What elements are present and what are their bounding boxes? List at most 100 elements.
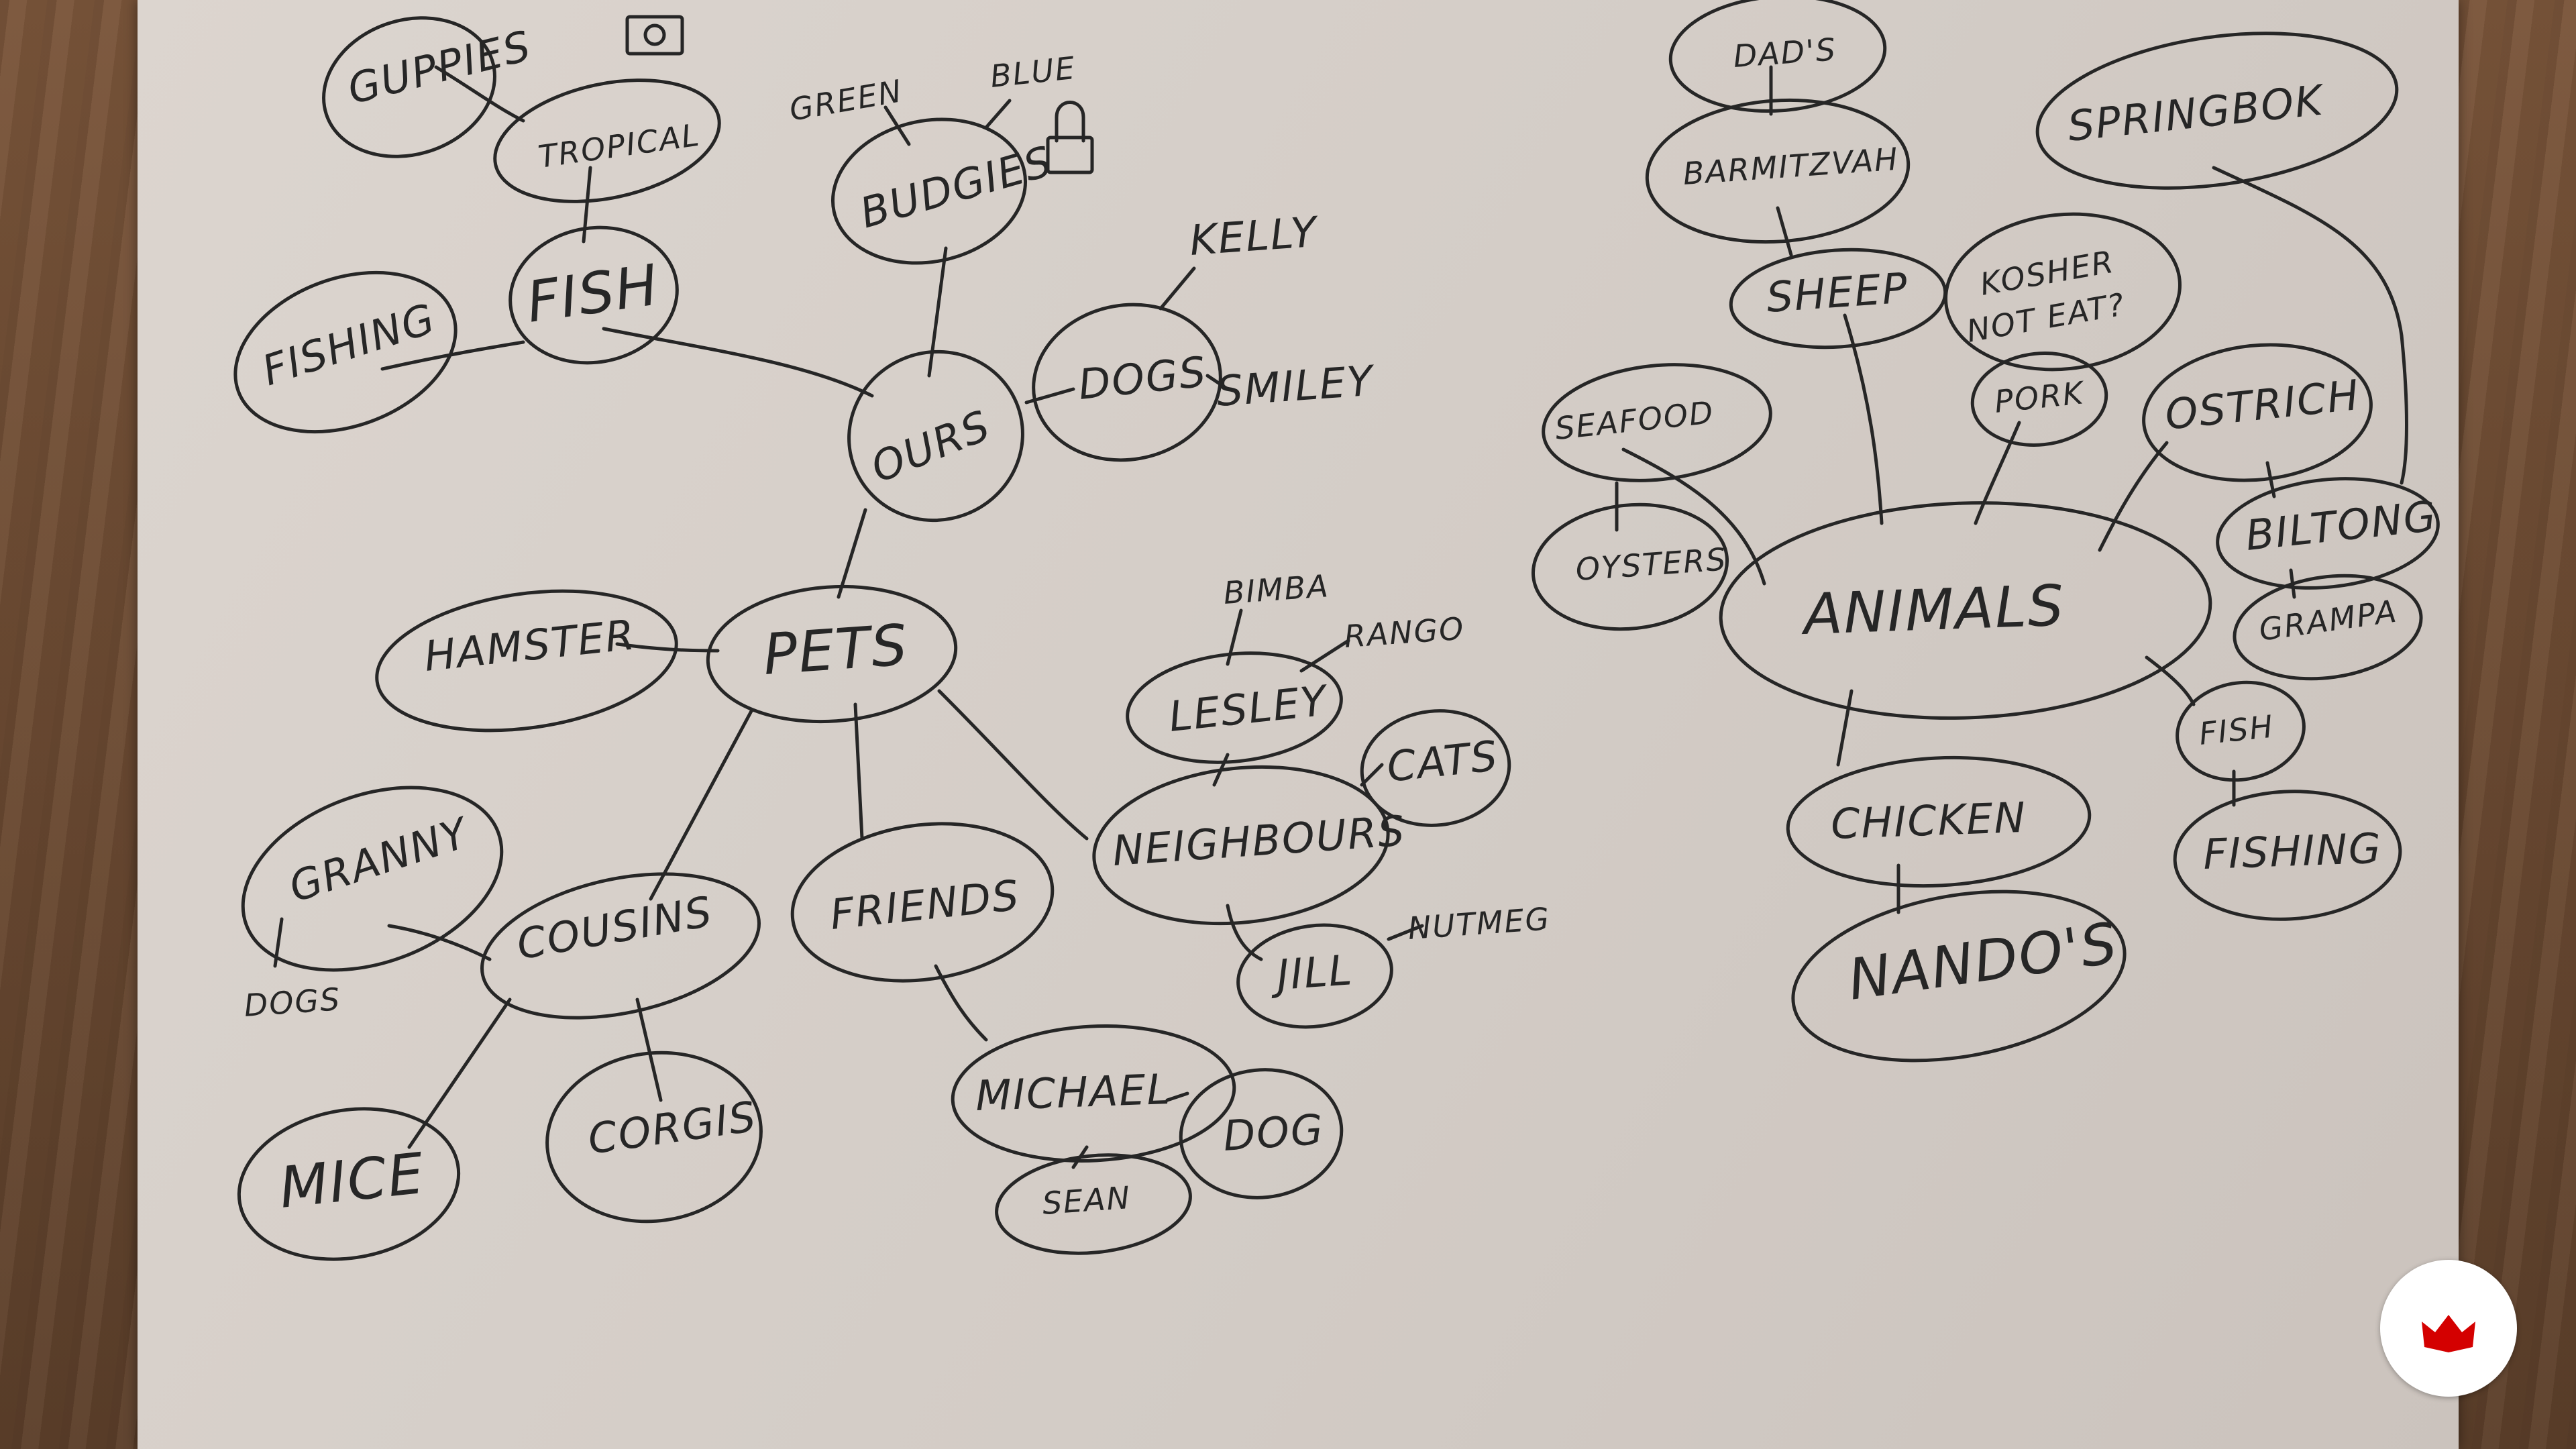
- bubble-friends: [790, 822, 1055, 983]
- bubble-hamster: [375, 589, 678, 733]
- bubbles-left: [233, 16, 1511, 1261]
- link-ours-pets: [837, 508, 867, 599]
- bubbles-right: [1531, 0, 2440, 1063]
- link-jill-nutmeg: [1387, 924, 1424, 941]
- label-mice: MICE: [276, 1140, 428, 1221]
- label-fish-left: FISH: [523, 252, 663, 335]
- label-fishing-left: FISHING: [256, 293, 441, 395]
- link-fish-ours: [602, 327, 874, 398]
- link-pets-friends: [853, 702, 864, 841]
- link-sheep-animals: [1843, 313, 1884, 525]
- label-ours: OURS: [864, 400, 998, 492]
- bubble-guppies: [322, 16, 496, 158]
- link-hamster-pets: [615, 642, 720, 653]
- bubble-seafood: [1542, 363, 1772, 482]
- label-dog: DOG: [1222, 1105, 1326, 1161]
- bubble-grampa: [2233, 574, 2423, 681]
- bubble-dogs-ours: [1032, 303, 1222, 462]
- link-pork-animals: [1974, 421, 2021, 525]
- label-nutmeg: NUTMEG: [1407, 900, 1552, 947]
- link-bimba-lesley: [1226, 608, 1243, 666]
- label-rango: RANGO: [1343, 610, 1466, 655]
- label-barmitzvah: BARMITZVAH: [1682, 141, 1900, 192]
- label-fishing-right: FISHING: [2202, 824, 2383, 879]
- connectors-right: [1615, 65, 2408, 914]
- bubble-dog: [1179, 1068, 1344, 1199]
- bubble-biltong: [2216, 477, 2440, 590]
- label-green: GREEN: [787, 72, 906, 128]
- camera-icon: [625, 15, 684, 56]
- label-seafood: SEAFOOD: [1554, 394, 1716, 447]
- link-cousins-corgis: [635, 998, 663, 1102]
- link-cousins-mice: [407, 998, 512, 1149]
- link-neighbours-cats: [1360, 763, 1384, 787]
- link-rango-lesley: [1299, 639, 1350, 673]
- bubble-cats: [1360, 709, 1511, 827]
- bubble-tropical: [493, 78, 721, 203]
- label-dogs-ours: DOGS: [1076, 347, 1210, 409]
- label-pets: PETS: [761, 612, 911, 688]
- label-bimba: BIMBA: [1222, 568, 1330, 611]
- label-smiley: SMILEY: [1215, 356, 1377, 416]
- label-blue: BLUE: [989, 50, 1078, 95]
- label-biltong: BILTONG: [2243, 491, 2439, 560]
- labels-right: DAD'S BARMITZVAH SHEEP SPRINGBOK KOSHER …: [1554, 31, 2440, 1012]
- label-lesley: LESLEY: [1167, 676, 1331, 741]
- label-cousins: COUSINS: [513, 887, 716, 969]
- link-guppies-tropical: [434, 65, 525, 123]
- link-fish-fishing: [380, 340, 525, 371]
- bubble-dads: [1668, 0, 1887, 113]
- link-granny-cousins: [387, 924, 492, 961]
- link-michael-dog: [1165, 1091, 1189, 1102]
- link-dogs-smiley: [1205, 374, 1230, 391]
- labels-left: GUPPIES TROPICAL FISH FISHING GREEN BLUE…: [243, 21, 1552, 1222]
- bubble-corgis: [545, 1051, 763, 1224]
- paper-sheet: [138, 0, 2459, 1449]
- bubble-oysters: [1531, 502, 1729, 631]
- label-sean: SEAN: [1041, 1179, 1132, 1222]
- link-animals-chicken: [1836, 689, 1854, 767]
- bubble-cousins: [480, 872, 761, 1020]
- label-neighbours: NEIGHBOURS: [1111, 806, 1407, 875]
- label-ostrich: OSTRICH: [2163, 370, 2362, 439]
- label-guppies: GUPPIES: [343, 21, 536, 113]
- link-ostrich-animals: [2098, 441, 2169, 552]
- label-fish-right: FISH: [2198, 708, 2276, 752]
- label-dads: DAD'S: [1732, 31, 1838, 74]
- link-pets-cousins: [649, 709, 753, 901]
- bubble-animals: [1719, 501, 2212, 720]
- bubble-ours: [847, 350, 1024, 523]
- bubble-granny: [241, 786, 504, 972]
- link-kelly-dogs: [1159, 266, 1196, 311]
- bubble-budgies: [830, 117, 1028, 265]
- link-neighbours-jill: [1226, 904, 1263, 961]
- label-dogs-granny: DOGS: [243, 981, 342, 1024]
- label-grampa: GRAMPA: [2257, 593, 2400, 648]
- label-springbok: SPRINGBOK: [2065, 75, 2327, 151]
- label-corgis: CORGIS: [585, 1091, 760, 1163]
- bubble-barmitzvah: [1645, 98, 1911, 244]
- connectors-left: [273, 65, 1424, 1169]
- label-cats: CATS: [1385, 731, 1501, 792]
- label-oysters: OYSTERS: [1574, 541, 1728, 588]
- bubble-michael: [951, 1024, 1236, 1163]
- label-nandos: NANDO'S: [1844, 910, 2122, 1012]
- label-sheep: SHEEP: [1765, 263, 1910, 322]
- label-hamster: HAMSTER: [422, 610, 638, 681]
- bubble-pork: [1970, 352, 2108, 447]
- bubble-fish-left: [508, 225, 679, 365]
- bubble-kosher: [1944, 212, 2182, 372]
- bubble-springbok: [2035, 32, 2399, 190]
- link-tropical-fish: [582, 166, 592, 244]
- label-tropical: TROPICAL: [536, 117, 702, 175]
- link-springbok-biltong: [2212, 166, 2408, 485]
- label-friends: FRIENDS: [828, 871, 1022, 939]
- logo-button[interactable]: [2380, 1260, 2517, 1397]
- bubble-mice: [237, 1107, 461, 1261]
- label-budgies: BUDGIES: [855, 136, 1058, 237]
- bubble-lesley: [1126, 651, 1343, 764]
- link-animals-fish: [2145, 655, 2196, 706]
- link-seafood-animals: [1621, 447, 1766, 586]
